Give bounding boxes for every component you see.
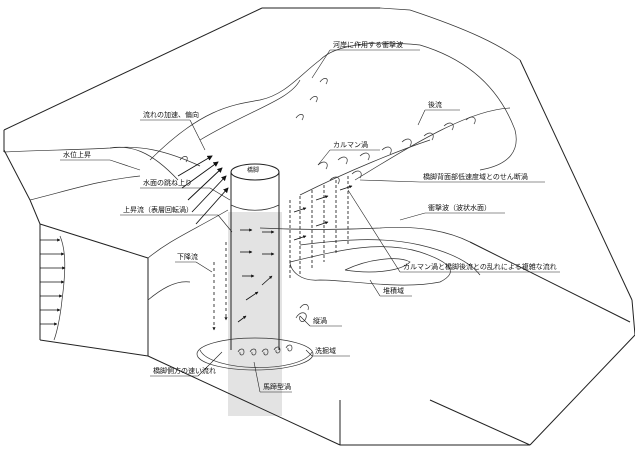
label-wake: 後流 bbox=[428, 102, 442, 109]
label-shock-wave-wavy: 衝撃波（波状水面） bbox=[428, 205, 491, 212]
bank-shock-curls bbox=[180, 78, 327, 162]
label-complex-flow: カルマン渦と橋脚後流との乱れによる複雑な流れ bbox=[403, 264, 557, 271]
wake-arrows bbox=[294, 186, 352, 240]
label-horseshoe: 馬蹄型渦 bbox=[263, 384, 291, 391]
label-shock-wave-bank: 河岸に作用する衝撃波 bbox=[333, 42, 403, 49]
label-side-flow: 橋脚側方の速い流れ bbox=[153, 368, 216, 375]
label-pier: 橋脚 bbox=[247, 168, 259, 174]
label-deposition: 堆積域 bbox=[383, 288, 404, 295]
label-shear-vortex: 橋脚背面部低速度域とのせん断渦 bbox=[423, 174, 528, 181]
leader-lines bbox=[60, 50, 560, 392]
wake-streaks bbox=[290, 176, 348, 280]
label-upflow: 上昇流（表層回転渦） bbox=[123, 207, 193, 214]
label-vertical-vortex: 縦渦 bbox=[313, 318, 327, 325]
label-karman: カルマン渦 bbox=[333, 142, 368, 149]
label-scour: 洗掘域 bbox=[315, 348, 336, 355]
label-downflow: 下降流 bbox=[177, 254, 198, 261]
label-splash: 水面の跳ね上り bbox=[143, 180, 192, 187]
channel-block bbox=[4, 8, 635, 445]
vertical-vortex bbox=[296, 304, 308, 321]
label-water-rise: 水位上昇 bbox=[63, 152, 91, 159]
label-accel-deflect: 流れの加速、偏向 bbox=[143, 112, 199, 119]
velocity-profile-arrows bbox=[40, 240, 65, 324]
downflow-lines bbox=[214, 242, 226, 330]
